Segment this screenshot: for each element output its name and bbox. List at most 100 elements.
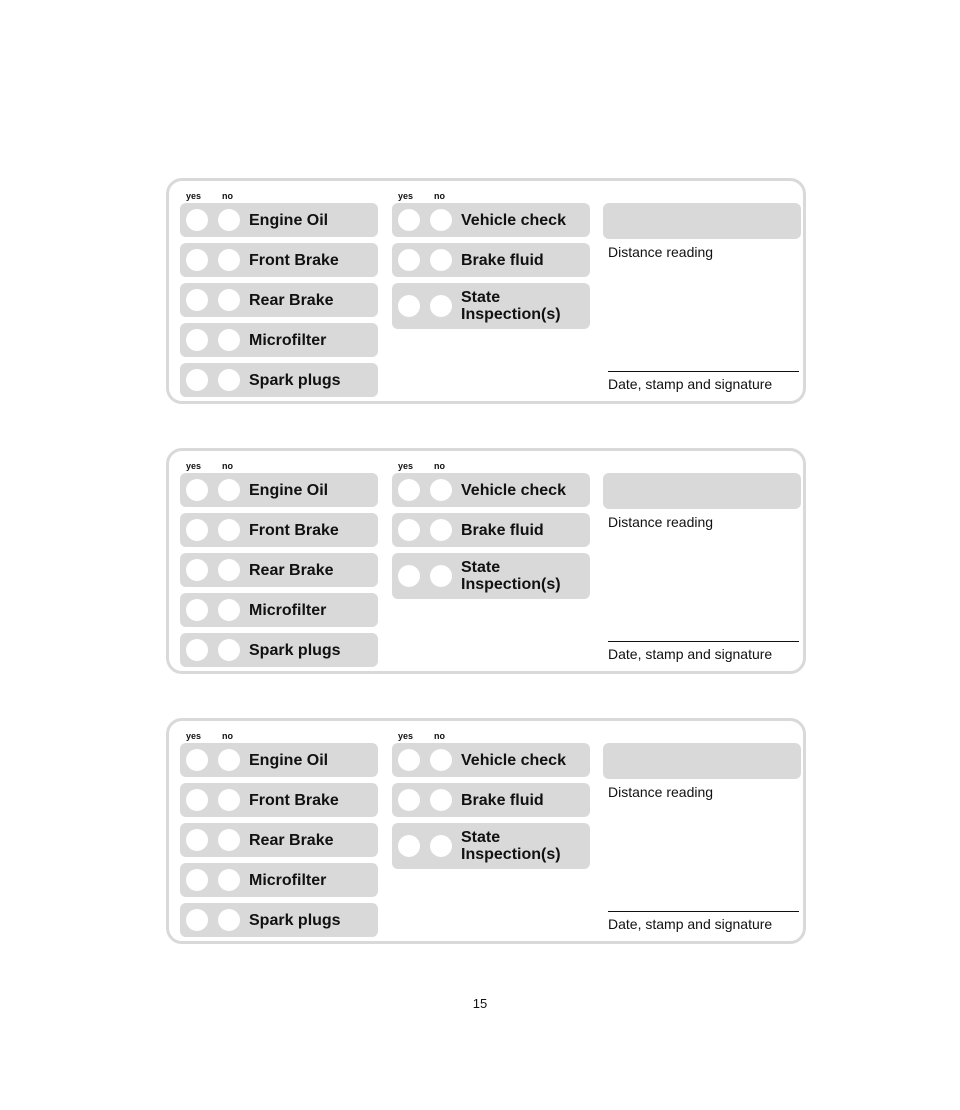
no-checkbox[interactable] (218, 639, 240, 661)
checklist-item-rear-brake: Rear Brake (180, 283, 378, 317)
no-checkbox[interactable] (218, 249, 240, 271)
yes-checkbox[interactable] (186, 369, 208, 391)
checklist-item-label: Microfilter (249, 601, 327, 619)
yes-checkbox[interactable] (398, 835, 420, 857)
yes-label: yes (398, 731, 414, 741)
yes-checkbox[interactable] (398, 479, 420, 501)
checklist-item-label: Front Brake (249, 791, 339, 809)
checklist-item-vehicle-check: Vehicle check (392, 743, 590, 777)
no-checkbox[interactable] (218, 869, 240, 891)
yes-checkbox[interactable] (186, 789, 208, 811)
yes-checkbox[interactable] (398, 209, 420, 231)
checklist-item-label: Front Brake (249, 521, 339, 539)
no-checkbox[interactable] (218, 749, 240, 771)
checklist-item-label: Rear Brake (249, 831, 334, 849)
distance-reading-field[interactable] (603, 203, 801, 239)
checklist-item-label: State Inspection(s) (461, 559, 561, 593)
no-checkbox[interactable] (218, 909, 240, 931)
yes-checkbox[interactable] (398, 565, 420, 587)
checklist-item-state-inspection-s-: State Inspection(s) (392, 823, 590, 869)
no-checkbox[interactable] (430, 789, 452, 811)
yes-checkbox[interactable] (398, 295, 420, 317)
checklist-item-label: Engine Oil (249, 751, 329, 769)
checklist-item-label: Vehicle check (461, 751, 566, 769)
checklist-item-rear-brake: Rear Brake (180, 823, 378, 857)
no-checkbox[interactable] (430, 519, 452, 541)
no-checkbox[interactable] (218, 329, 240, 351)
checklist-item-engine-oil: Engine Oil (180, 473, 378, 507)
checklist-item-label: Rear Brake (249, 291, 334, 309)
checklist-item-label: Vehicle check (461, 211, 566, 229)
no-checkbox[interactable] (218, 519, 240, 541)
yes-checkbox[interactable] (186, 829, 208, 851)
yes-checkbox[interactable] (186, 559, 208, 581)
distance-reading-label: Distance reading (608, 784, 714, 800)
no-checkbox[interactable] (218, 209, 240, 231)
yes-checkbox[interactable] (186, 749, 208, 771)
no-checkbox[interactable] (430, 479, 452, 501)
no-checkbox[interactable] (430, 565, 452, 587)
yes-checkbox[interactable] (186, 639, 208, 661)
no-checkbox[interactable] (218, 599, 240, 621)
no-checkbox[interactable] (430, 249, 452, 271)
checklist-item-label: State Inspection(s) (461, 289, 561, 323)
no-checkbox[interactable] (218, 789, 240, 811)
no-checkbox[interactable] (430, 835, 452, 857)
checklist-item-label: Front Brake (249, 251, 339, 269)
checklist-item-front-brake: Front Brake (180, 243, 378, 277)
yes-checkbox[interactable] (398, 519, 420, 541)
checklist-item-microfilter: Microfilter (180, 863, 378, 897)
signature-line (608, 371, 799, 372)
no-checkbox[interactable] (430, 749, 452, 771)
checklist-item-brake-fluid: Brake fluid (392, 513, 590, 547)
distance-reading-field[interactable] (603, 473, 801, 509)
yes-label: yes (186, 191, 202, 201)
no-checkbox[interactable] (218, 289, 240, 311)
no-checkbox[interactable] (430, 295, 452, 317)
checklist-item-label: Brake fluid (461, 791, 544, 809)
checklist-item-label: State Inspection(s) (461, 829, 561, 863)
yes-label: yes (186, 731, 202, 741)
no-checkbox[interactable] (218, 369, 240, 391)
yes-checkbox[interactable] (398, 789, 420, 811)
yes-checkbox[interactable] (186, 519, 208, 541)
checklist-item-front-brake: Front Brake (180, 783, 378, 817)
checklist-item-microfilter: Microfilter (180, 593, 378, 627)
yes-checkbox[interactable] (186, 209, 208, 231)
no-label: no (434, 191, 445, 201)
no-checkbox[interactable] (218, 479, 240, 501)
yes-label: yes (186, 461, 202, 471)
yes-checkbox[interactable] (186, 599, 208, 621)
checklist-item-vehicle-check: Vehicle check (392, 473, 590, 507)
yes-checkbox[interactable] (186, 909, 208, 931)
no-checkbox[interactable] (218, 829, 240, 851)
checklist-item-label: Engine Oil (249, 481, 329, 499)
checklist-item-label: Microfilter (249, 331, 327, 349)
checklist-item-brake-fluid: Brake fluid (392, 243, 590, 277)
yes-checkbox[interactable] (186, 329, 208, 351)
signature-line (608, 911, 799, 912)
checklist-item-label: Brake fluid (461, 251, 544, 269)
yes-checkbox[interactable] (186, 869, 208, 891)
page-number: 15 (472, 996, 488, 1011)
yes-checkbox[interactable] (186, 479, 208, 501)
yes-checkbox[interactable] (398, 249, 420, 271)
yes-checkbox[interactable] (398, 749, 420, 771)
checklist-item-label: Microfilter (249, 871, 327, 889)
yes-checkbox[interactable] (186, 249, 208, 271)
distance-reading-field[interactable] (603, 743, 801, 779)
yes-checkbox[interactable] (186, 289, 208, 311)
no-checkbox[interactable] (430, 209, 452, 231)
yes-label: yes (398, 461, 414, 471)
distance-reading-label: Distance reading (608, 244, 714, 260)
signature-line (608, 641, 799, 642)
checklist-item-spark-plugs: Spark plugs (180, 363, 378, 397)
checklist-item-state-inspection-s-: State Inspection(s) (392, 553, 590, 599)
checklist-item-label: Brake fluid (461, 521, 544, 539)
checklist-item-brake-fluid: Brake fluid (392, 783, 590, 817)
no-checkbox[interactable] (218, 559, 240, 581)
yes-label: yes (398, 191, 414, 201)
checklist-item-label: Vehicle check (461, 481, 566, 499)
